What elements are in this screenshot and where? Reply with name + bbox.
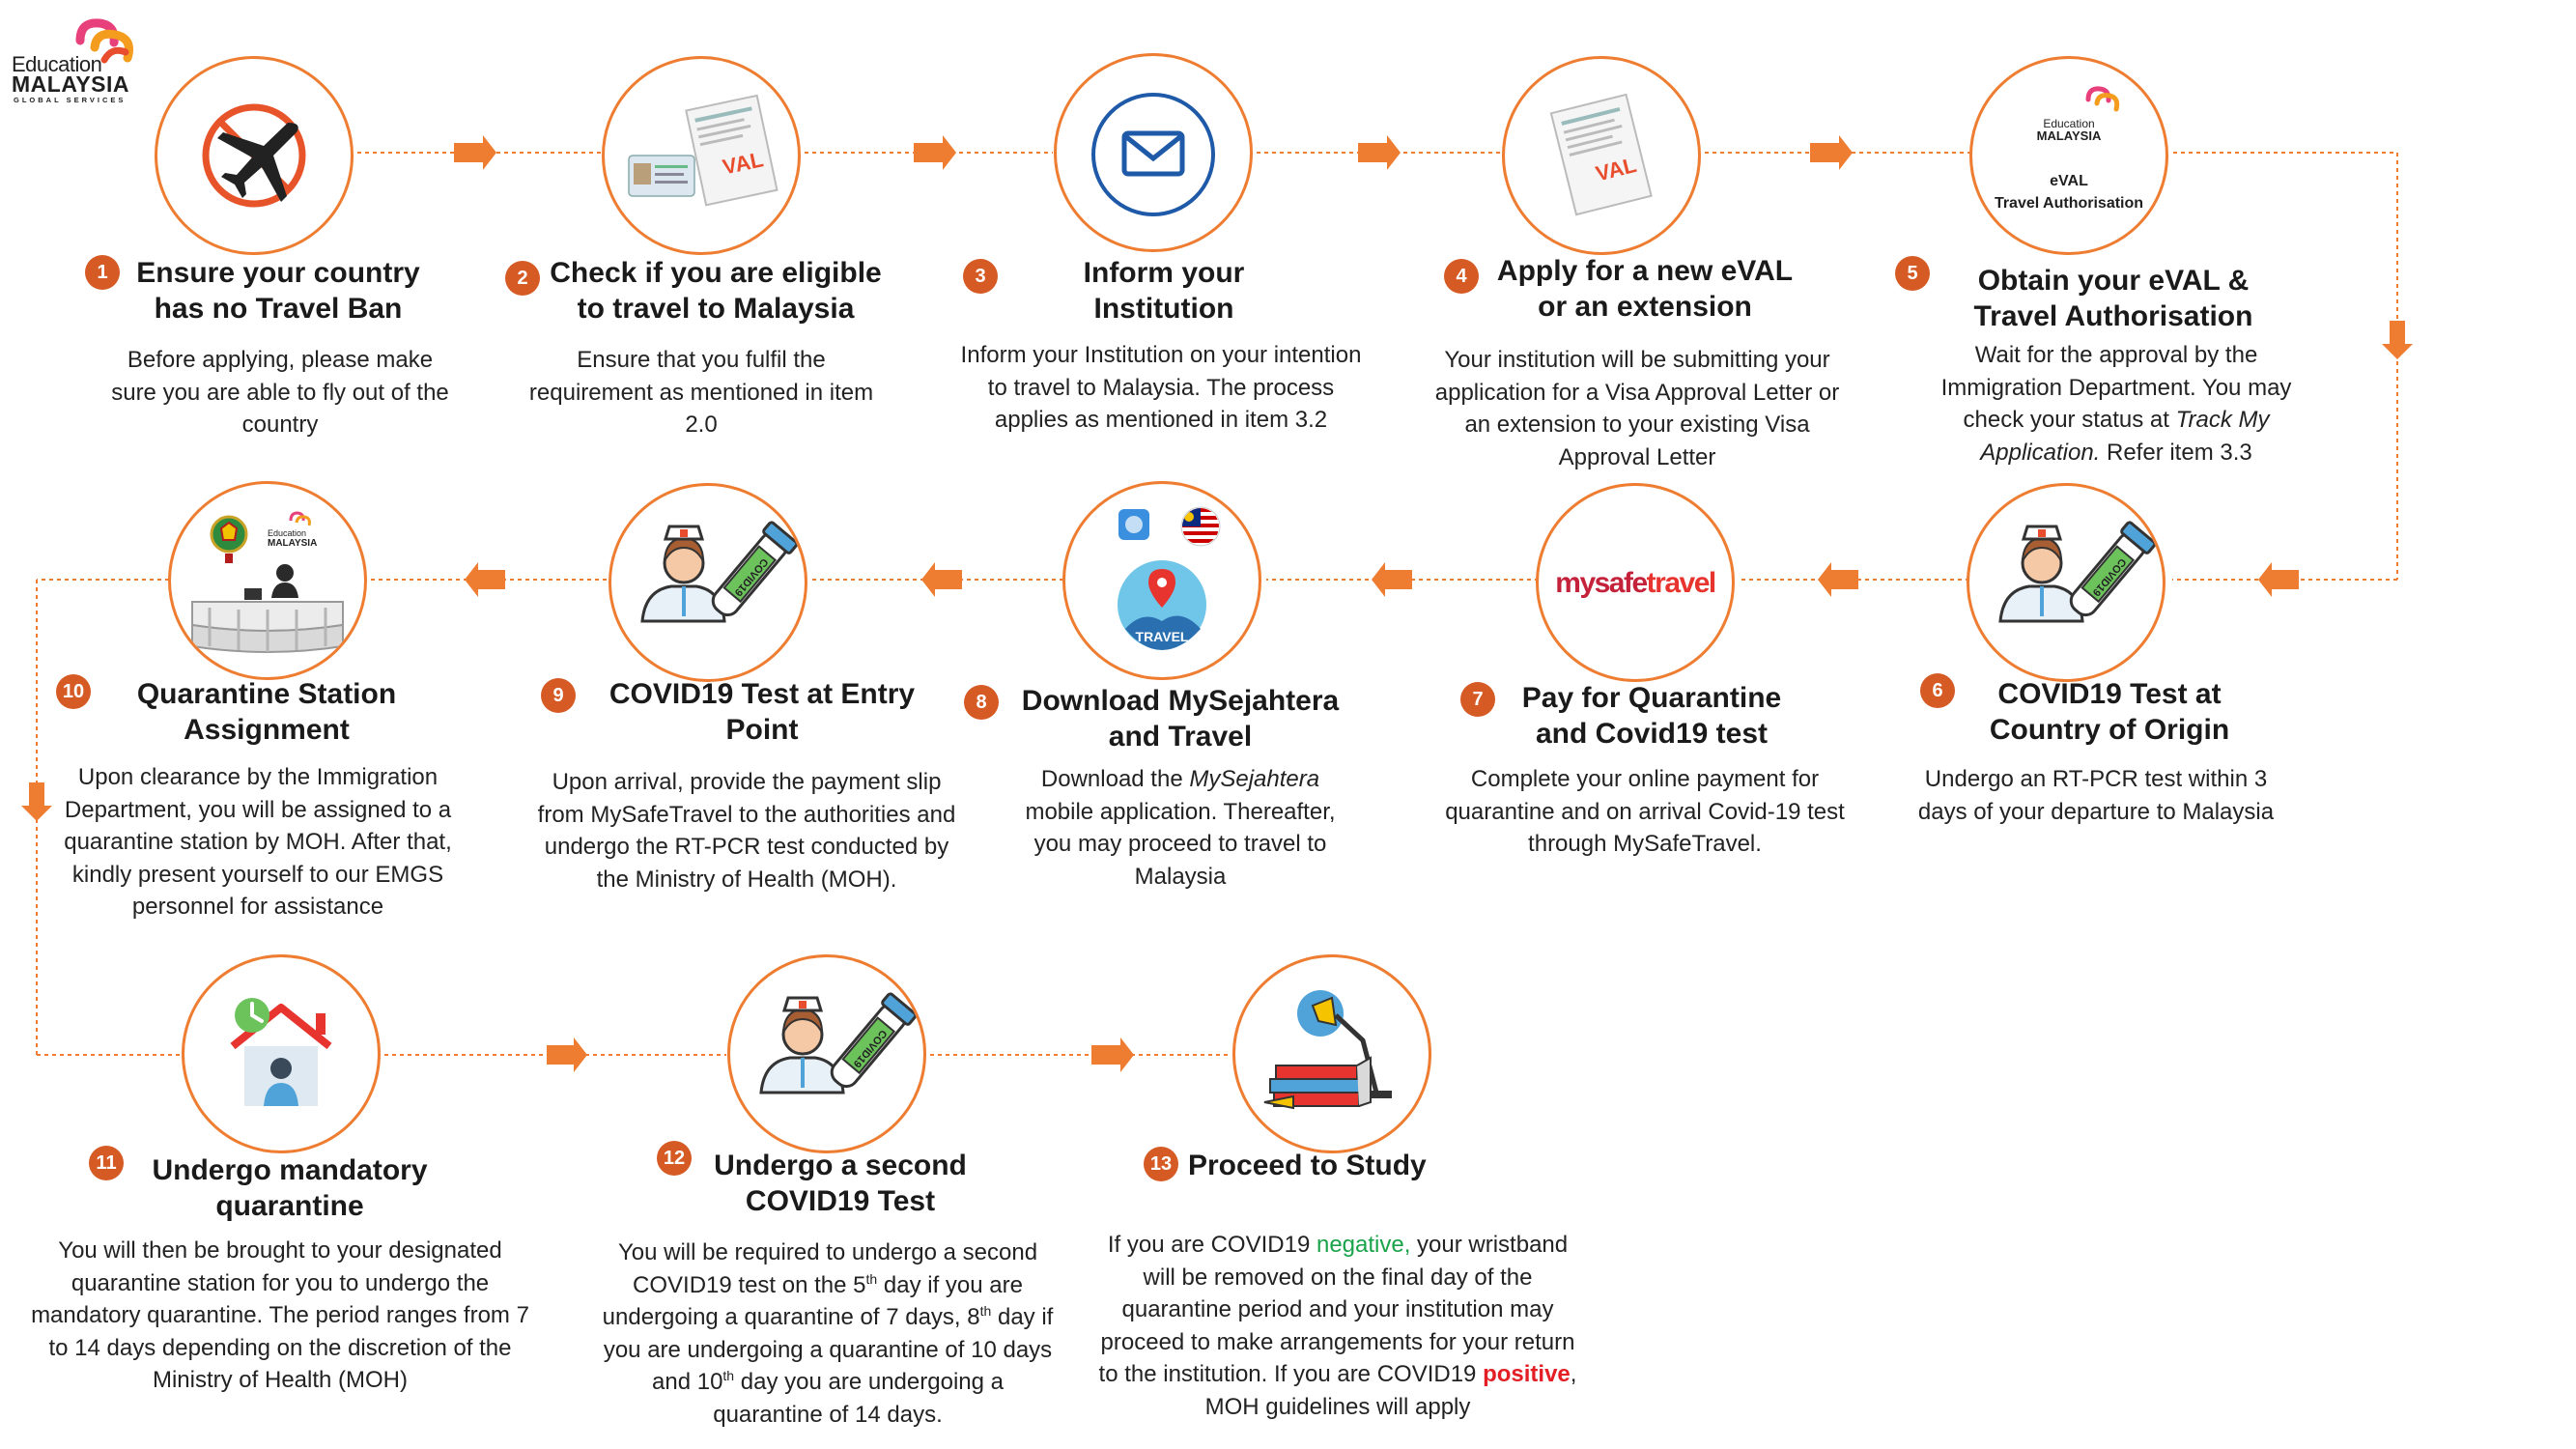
negative-text: negative, — [1316, 1232, 1411, 1258]
description-text: Refer item 3.3 — [2100, 439, 2252, 466]
step-description: If you are COVID19 negative, your wristb… — [1091, 1229, 1584, 1423]
step-number-badge: 13 — [1144, 1147, 1178, 1181]
step-title: Undergo a second COVID19 Test — [714, 1150, 967, 1217]
logo-text-education: Education — [12, 52, 102, 76]
description-text: mobile application. Thereafter, you may … — [1025, 798, 1336, 890]
description-text: Wait for the approval by the Immigration… — [1940, 342, 2292, 433]
step-title: Inform your Institution — [1083, 257, 1245, 325]
description-text: Download the — [1040, 766, 1190, 792]
step-title: Ensure your country has no Travel Ban — [136, 257, 420, 325]
nurse-test-tube-icon: COVID19 — [1998, 521, 2157, 623]
step-number-badge: 3 — [963, 259, 998, 294]
step-10-circle: Education MALAYSIA — [168, 481, 367, 680]
step-number-badge: 7 — [1460, 682, 1495, 717]
step-8-circle: TRAVEL — [1062, 481, 1261, 680]
step-description: Upon arrival, provide the payment slip f… — [537, 769, 956, 893]
step-title: COVID19 Test at Country of Origin — [1989, 678, 2230, 746]
step-7-circle: mysafetravel — [1536, 483, 1735, 682]
step-description: You will then be brought to your designa… — [31, 1237, 529, 1393]
step-title: Check if you are eligible to travel to M… — [550, 257, 882, 325]
step-description: Wait for the approval by the Immigration… — [1934, 339, 2299, 469]
logo-text-global-services: GLOBAL SERVICES — [14, 96, 127, 104]
emgs-logo-mark-icon — [75, 18, 133, 64]
step-title: Obtain your eVAL & Travel Authorisation — [1973, 265, 2253, 332]
step-12-circle: COVID19 — [727, 954, 926, 1153]
mysafetravel-logo-icon: mysafetravel — [1539, 567, 1732, 600]
step-number-badge: 9 — [541, 678, 576, 713]
step-title: Pay for Quarantine and Covid19 test — [1521, 682, 1782, 750]
inner-logo-education: Education — [2043, 117, 2095, 130]
reception-desk-icon: Education MALAYSIA — [191, 511, 344, 653]
inner-travel-authorisation-label: Travel Authorisation — [1994, 195, 2144, 212]
svg-text:Education: Education — [268, 528, 306, 538]
brand-travel: travel — [1646, 567, 1717, 599]
svg-text:MALAYSIA: MALAYSIA — [268, 538, 317, 549]
step-description: Before applying, please make sure you ar… — [111, 347, 449, 438]
logo-text-malaysia: MALAYSIA — [12, 71, 129, 97]
step-title: Quarantine Station Assignment — [136, 678, 397, 746]
description-text: If you are COVID19 — [1107, 1232, 1316, 1258]
step-number-badge: 10 — [56, 674, 91, 709]
description-text: day if you are undergoing a quarantine o… — [603, 1304, 1054, 1395]
description-text: your wristband will be removed on the fi… — [1098, 1232, 1575, 1387]
inner-eval-label: eVAL — [2050, 173, 2088, 189]
step-number-badge: 2 — [505, 261, 540, 296]
description-text: You will be required to undergo a second… — [617, 1239, 1038, 1298]
nurse-test-tube-icon: COVID19 — [759, 992, 918, 1094]
step-description: Your institution will be submitting your… — [1434, 347, 1840, 470]
step-4-circle: VAL — [1502, 56, 1701, 255]
val-document-icon: VAL — [1549, 93, 1653, 216]
brand-mysafe: mysafe — [1555, 567, 1648, 599]
description-text: day if you are undergoing a quarantine o… — [602, 1271, 1023, 1331]
no-flight-icon — [202, 103, 306, 208]
emgs-logo-icon — [2085, 86, 2120, 112]
svg-text:TRAVEL: TRAVEL — [1136, 629, 1189, 644]
step-description: Inform your Institution on your intentio… — [960, 342, 1362, 433]
step-6-circle: COVID19 — [1967, 483, 2166, 682]
step-1-circle — [155, 56, 354, 255]
step-number-badge: 12 — [657, 1141, 692, 1176]
study-books-icon — [1263, 990, 1392, 1110]
step-9-circle: COVID19 — [609, 483, 807, 682]
step-2-circle: VAL — [602, 56, 801, 255]
superscript: th — [865, 1270, 878, 1287]
step-number-badge: 4 — [1444, 259, 1479, 294]
step-number-badge: 11 — [89, 1146, 124, 1180]
step-3-circle — [1054, 53, 1253, 252]
nurse-test-tube-icon: COVID19 — [640, 521, 799, 623]
inner-logo-malaysia: MALAYSIA — [2036, 128, 2102, 143]
step-title: Download MySejahtera and Travel — [1021, 685, 1340, 753]
step-description: Undergo an RT-PCR test within 3 days of … — [1917, 766, 2275, 825]
step-description: You will be required to undergo a second… — [597, 1236, 1059, 1431]
superscript: th — [722, 1368, 735, 1383]
step-description: Complete your online payment for quarant… — [1445, 766, 1845, 857]
description-text: day you are undergoing a quarantine of 1… — [713, 1369, 1004, 1428]
step-title: Undergo mandatory quarantine — [152, 1154, 428, 1222]
step-title: COVID19 Test at Entry Point — [609, 678, 916, 746]
step-number-badge: 1 — [85, 255, 120, 290]
superscript: th — [979, 1303, 992, 1319]
step-13-circle — [1232, 954, 1431, 1153]
step-11-circle — [182, 954, 381, 1153]
description-text: , MOH guidelines will apply — [1204, 1361, 1577, 1420]
step-description: Download the MySejahtera mobile applicat… — [1005, 763, 1356, 893]
step-title: Proceed to Study — [1188, 1150, 1427, 1181]
track-my-application-text: Track My Application. — [1980, 407, 2270, 466]
step-number-badge: 6 — [1920, 673, 1955, 708]
step-number-badge: 8 — [964, 685, 999, 720]
step-title: Apply for a new eVAL or an extension — [1496, 255, 1794, 323]
documents-icon: VAL — [628, 94, 778, 207]
step-description: Ensure that you fulfil the requirement a… — [528, 347, 874, 438]
travel-apps-icon: TRAVEL — [1118, 506, 1221, 650]
step-description: Upon clearance by the Immigration Depart… — [64, 764, 452, 920]
positive-text: positive — [1483, 1361, 1571, 1387]
mail-icon — [1091, 93, 1215, 216]
step-number-badge: 5 — [1895, 256, 1930, 291]
mysejahtera-text: MySejahtera — [1189, 766, 1320, 792]
home-quarantine-icon — [230, 998, 332, 1106]
step-5-circle: Education MALAYSIA eVAL Travel Authorisa… — [1969, 56, 2168, 255]
